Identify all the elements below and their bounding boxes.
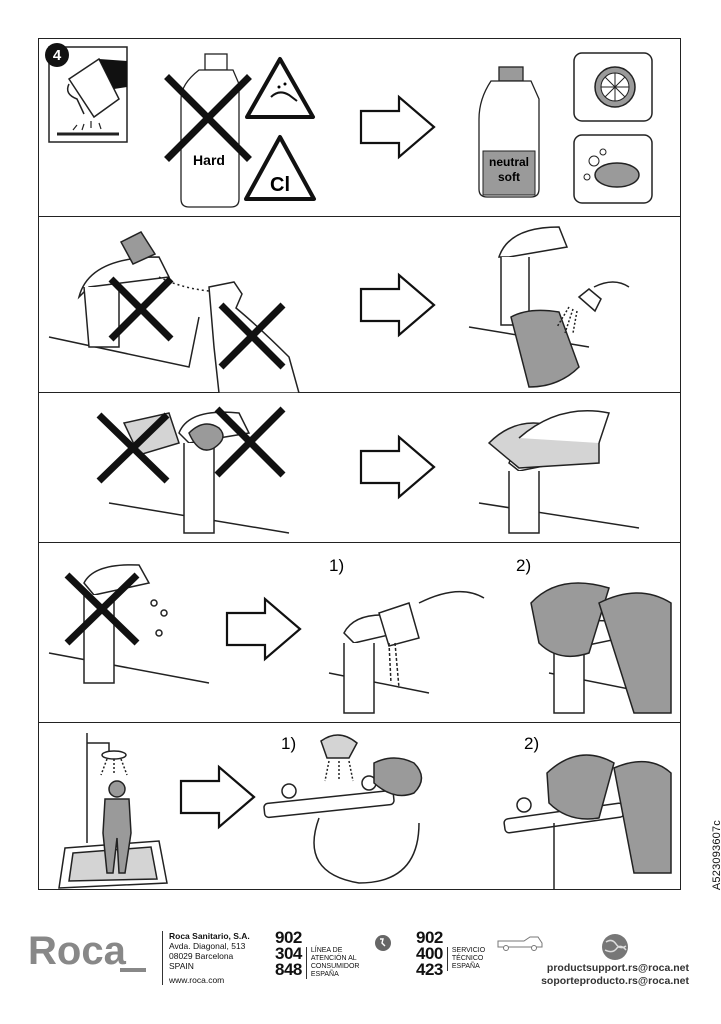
hard-cleaner-bottle-icon: Hard — [180, 53, 240, 208]
service-van-icon — [497, 936, 543, 951]
company-info: Roca Sanitario, S.A. Avda. Diagonal, 513… — [162, 931, 250, 985]
step-2-label: 2) — [516, 556, 531, 575]
technical-service-number: 902 400 423 — [416, 928, 443, 979]
roca-logo-text: Roca — [28, 929, 127, 973]
panel-1-illustration: 4 Hard Cl — [45, 43, 653, 208]
panel-2-illustration — [48, 226, 630, 393]
arrow-right-icon — [359, 434, 436, 500]
arrow-right-icon — [359, 94, 436, 160]
arrow-right-icon — [179, 764, 256, 830]
cross-icon — [96, 406, 286, 484]
company-address-line-2: 08029 Barcelona — [169, 951, 234, 961]
panel-abrasive-warning — [39, 393, 680, 543]
company-name: Roca Sanitario, S.A. — [169, 931, 250, 941]
arrow-right-icon — [359, 272, 436, 338]
consumer-phone-block: 902 304 848 LÍNEA DE ATENCIÓN AL CONSUMI… — [275, 928, 381, 979]
support-email-en[interactable]: productsupport.rs@roca.net — [546, 962, 689, 974]
step-2-label: 2) — [524, 734, 539, 753]
soap-icon — [573, 134, 653, 204]
consumer-phone-label: LÍNEA DE ATENCIÓN AL CONSUMIDOR ESPAÑA — [305, 947, 381, 979]
cross-icon — [164, 74, 252, 162]
panel-5-illustration: 1) 2) — [58, 733, 672, 889]
support-emails: productsupport.rs@roca.net soporteproduc… — [541, 962, 689, 988]
panel-4-illustration: 1) 2) — [48, 556, 672, 714]
step-number-badge — [45, 43, 69, 67]
hard-label: Hard — [193, 152, 225, 168]
company-address-line-3: SPAIN — [169, 961, 194, 971]
neutral-label: neutral — [489, 155, 529, 169]
chlorine-label: Cl — [270, 174, 290, 196]
company-address-line-1: Avda. Diagonal, 513 — [169, 941, 246, 951]
panel-3-illustration — [96, 406, 640, 534]
cross-icon — [64, 572, 140, 646]
chlorine-warning-icon: Cl — [244, 135, 316, 201]
neutral-cleaner-bottle-icon: neutral soft — [478, 66, 540, 198]
roca-logo: Roca — [28, 928, 148, 983]
step-1-label: 1) — [329, 556, 344, 575]
step-number: 4 — [53, 47, 62, 64]
globe-icon — [602, 934, 628, 960]
corrosive-warning-icon — [245, 57, 315, 119]
step-1-label: 1) — [281, 734, 296, 753]
support-email-es[interactable]: soporteproducto.rs@roca.net — [541, 975, 689, 987]
panel-rinse-and-dry: 1) 2) — [39, 543, 680, 723]
panel-shower-care: 1) 2) — [39, 723, 680, 889]
document-code: A523093607c — [711, 820, 721, 891]
lemon-icon — [573, 52, 653, 122]
phone-icon — [375, 935, 391, 951]
panel-spray-method — [39, 217, 680, 393]
cross-icon — [108, 276, 286, 370]
arrow-right-icon — [225, 596, 302, 662]
technical-service-label: SERVICIO TÉCNICO ESPAÑA — [446, 947, 522, 971]
soft-label: soft — [498, 170, 520, 184]
company-website: www.roca.com — [169, 975, 225, 985]
instruction-frame: 4 Hard Cl — [38, 38, 681, 890]
panel-cleaning-products: 4 Hard Cl — [39, 39, 680, 217]
technical-service-block: 902 400 423 SERVICIO TÉCNICO ESPAÑA — [416, 928, 522, 979]
consumer-phone-number: 902 304 848 — [275, 928, 302, 979]
